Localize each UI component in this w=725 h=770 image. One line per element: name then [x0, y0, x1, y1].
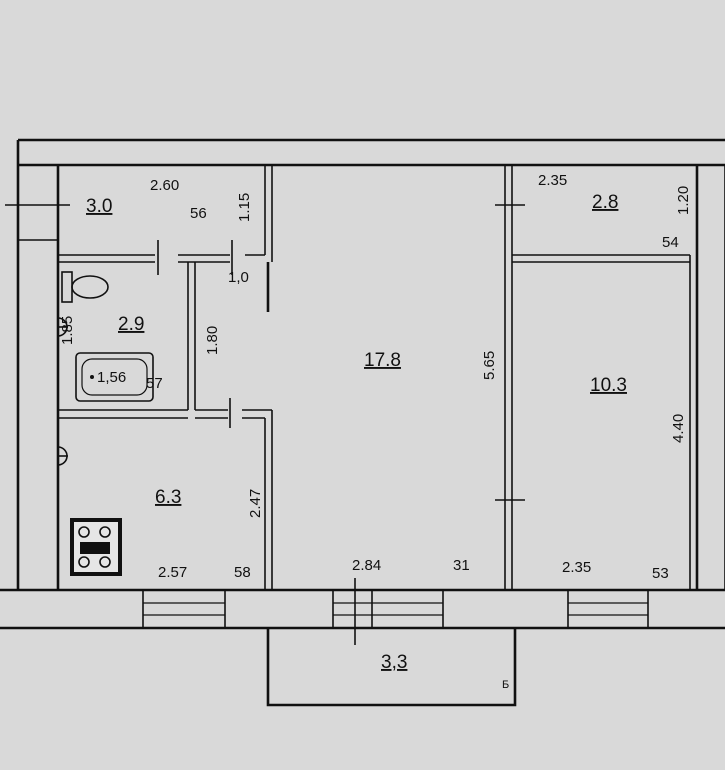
bedroom-dim-width: 2.35 [562, 559, 591, 576]
kitchen-dim-depth: 2.47 [247, 489, 264, 518]
bathroom-dim-depth: 1.85 [59, 316, 76, 345]
corridor-dim-code: 56 [190, 205, 207, 222]
kitchen-dim-code: 58 [234, 564, 251, 581]
hall-dim-door: 1,0 [228, 269, 249, 286]
closet-dim-width: 2.35 [538, 172, 567, 189]
windows [142, 578, 649, 645]
kitchen-area: 6.3 [155, 487, 181, 508]
hall-dim-depth: 1.80 [204, 326, 221, 355]
bathtub-dim: 1,56 [97, 369, 126, 386]
bedroom-area: 10.3 [590, 375, 627, 396]
bedroom-dim-depth: 4.40 [670, 414, 687, 443]
balcony-mark: Б [502, 679, 509, 691]
balcony-area: 3,3 [381, 652, 407, 673]
sink-icon [57, 317, 68, 337]
corridor-dim-depth: 1.15 [236, 193, 253, 222]
balcony [266, 628, 517, 707]
living-room-dim-width: 2.84 [352, 557, 381, 574]
corridor-area: 3.0 [86, 196, 112, 217]
stove-icon [70, 518, 122, 576]
bedroom-dim-code: 53 [652, 565, 669, 582]
bathroom-area: 2.9 [118, 314, 144, 335]
bathtub-icon [75, 352, 154, 402]
interior-walls [5, 165, 691, 590]
kitchen-sink-icon [57, 446, 68, 466]
corridor-dim-width: 2.60 [150, 177, 179, 194]
living-room-area: 17.8 [364, 350, 401, 371]
living-room-dim-depth: 5.65 [481, 351, 498, 380]
closet-area: 2.8 [592, 192, 618, 213]
living-room-dim-code: 31 [453, 557, 470, 574]
closet-dim-depth: 1.20 [675, 186, 692, 215]
bathroom-dim-code: 57 [146, 375, 163, 392]
toilet-icon [61, 271, 109, 303]
closet-dim-code: 54 [662, 234, 679, 251]
kitchen-dim-width: 2.57 [158, 564, 187, 581]
